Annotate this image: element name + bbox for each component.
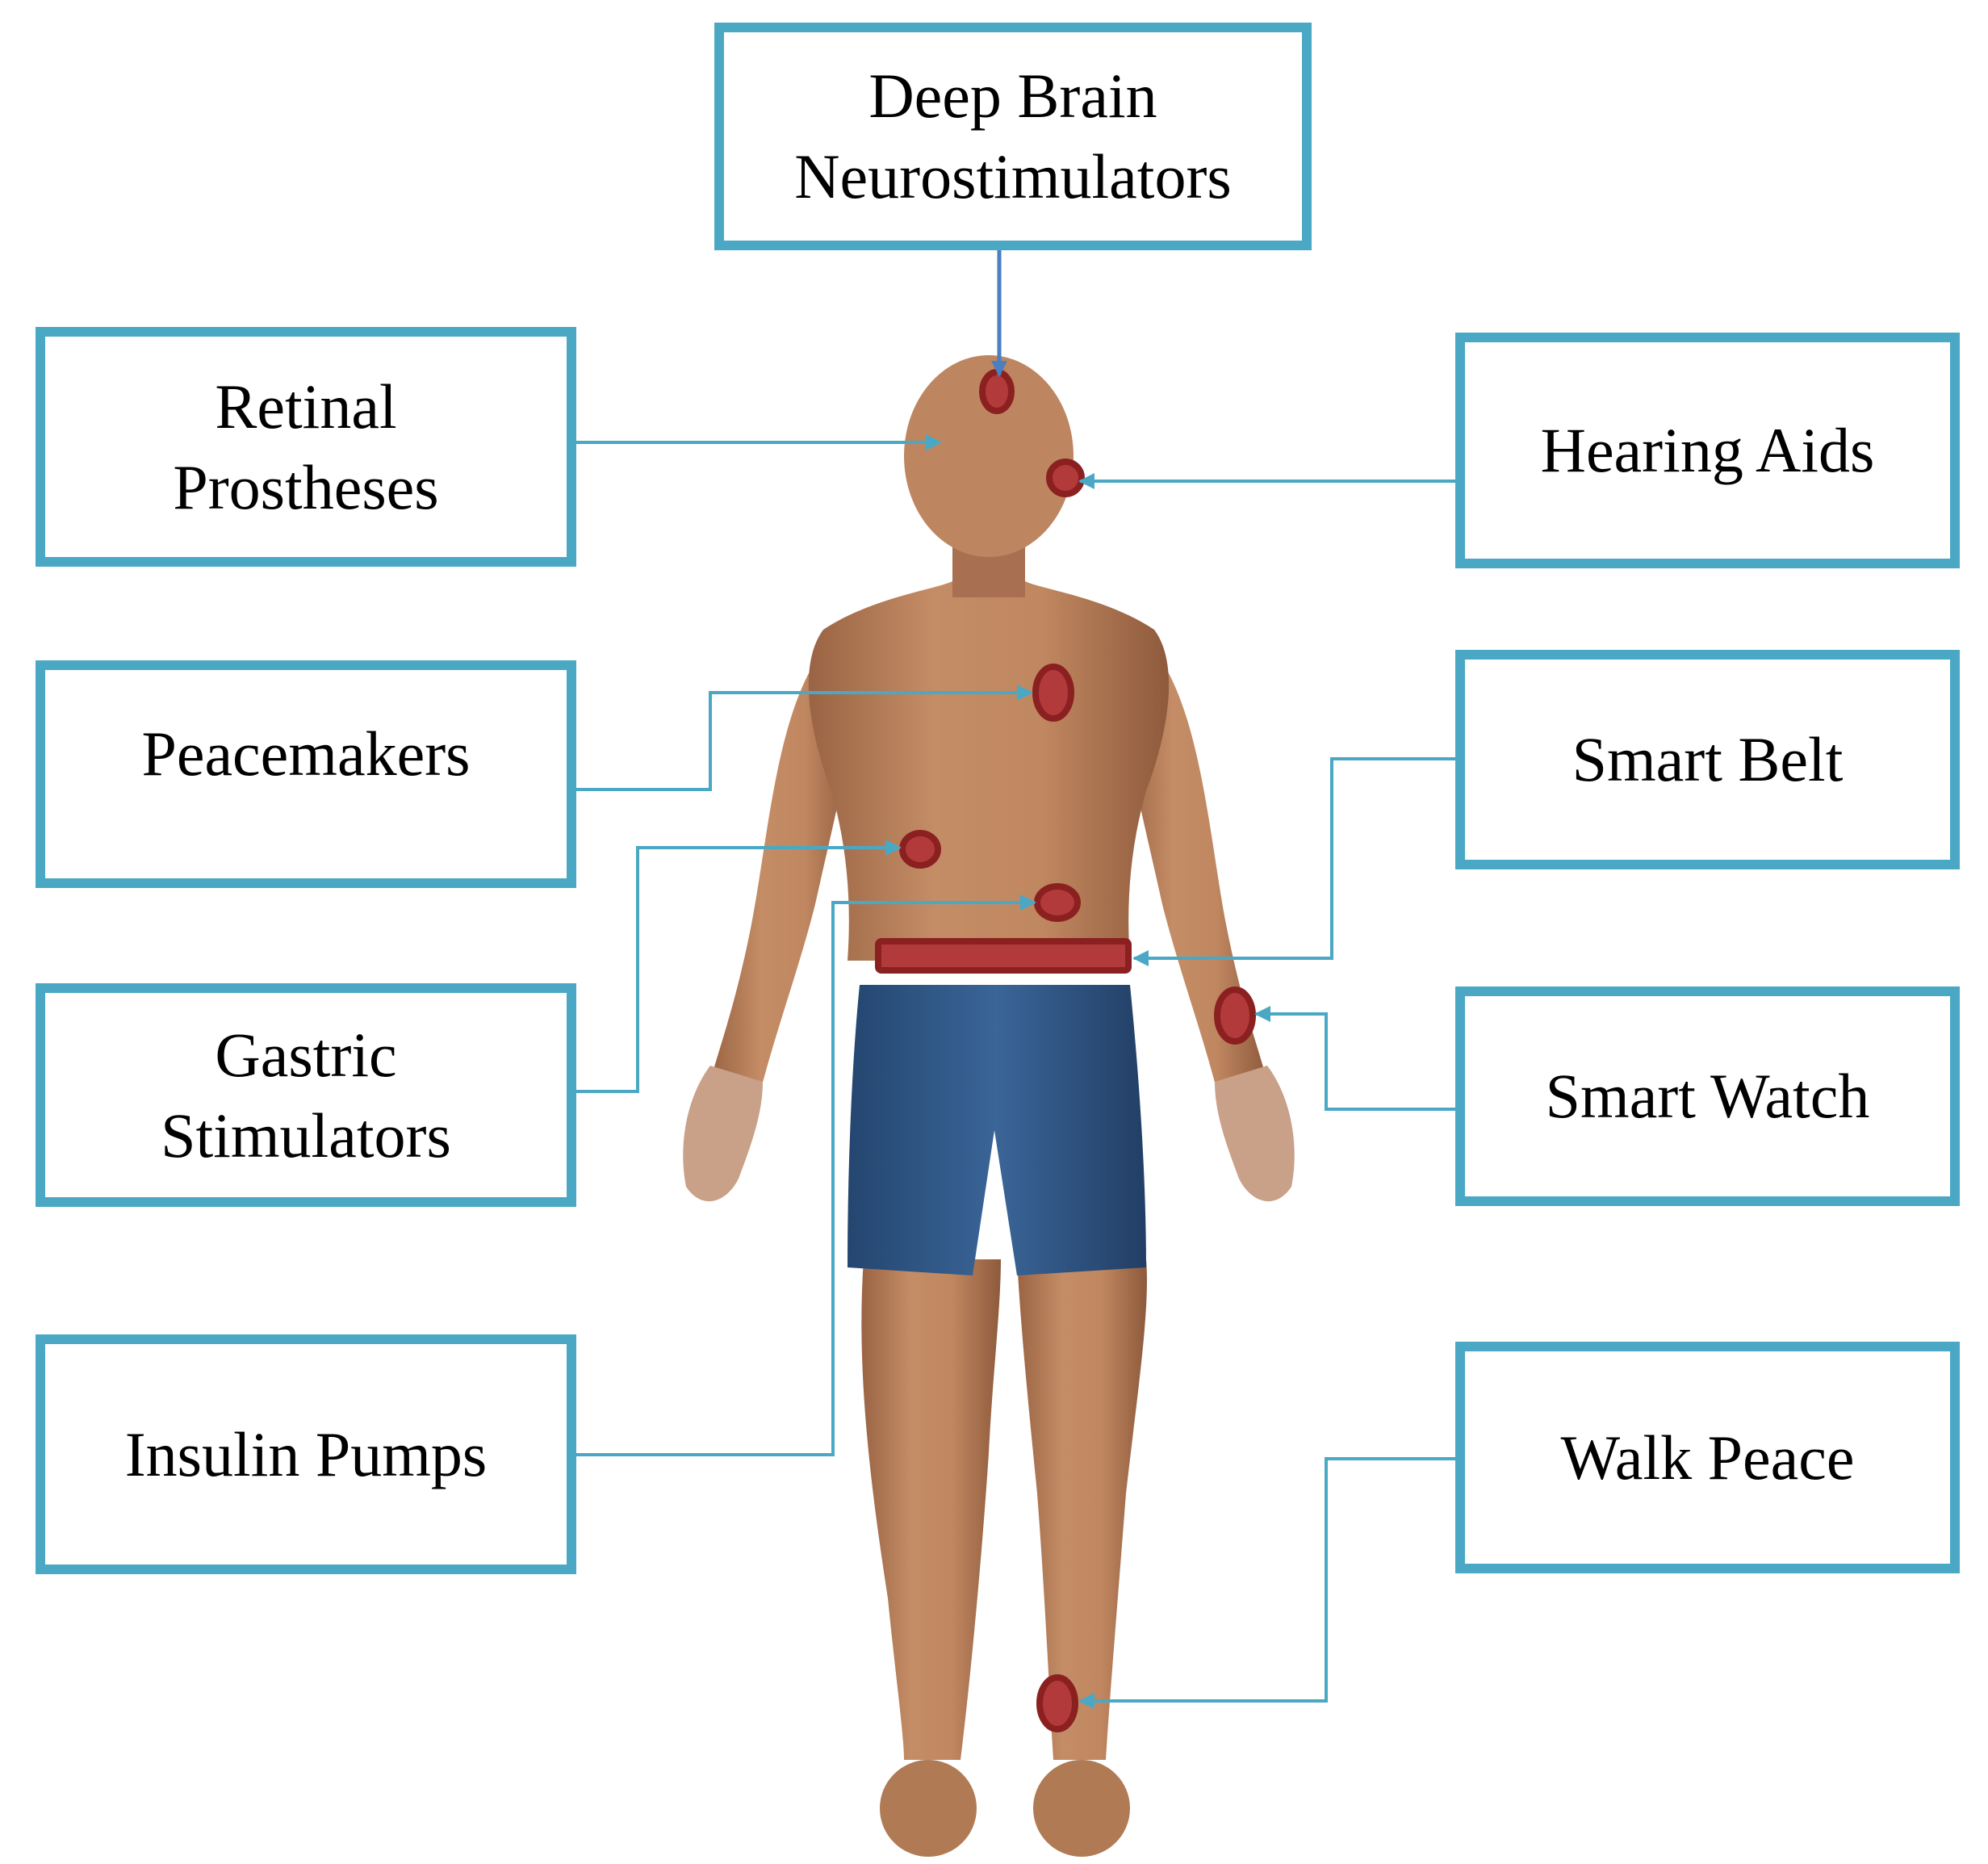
walk-peace-label: Walk Peace [1560,1422,1855,1493]
smart-watch-label: Smart Watch [1545,1061,1870,1131]
pacemaker-connector [575,685,1033,791]
smart-watch-marker [1214,986,1256,1045]
smart-belt-marker [875,938,1132,974]
left-hand [683,1066,763,1202]
deep-brain-box: Deep Brain Neurostimulators [714,23,1312,250]
walk-peace-box: Walk Peace [1455,1342,1960,1573]
deep-brain-label-line2: Neurostimulators [794,141,1232,212]
smart-belt-label: Smart Belt [1572,724,1844,794]
hearing-box: Hearing Aids [1455,333,1960,568]
smart-watch-box: Smart Watch [1455,986,1960,1206]
retinal-label-line1: Retinal [215,371,397,442]
head [904,355,1074,557]
shorts [848,985,1146,1275]
retinal-label-line2: Prostheses [173,451,439,522]
insulin-label: Insulin Pumps [124,1418,488,1489]
insulin-connector [575,894,1036,1456]
gastric-marker [899,830,941,869]
insulin-marker [1034,883,1081,922]
hearing-marker [1046,459,1085,497]
torso [808,581,1170,961]
smart-belt-connector [1132,757,1457,966]
right-leg [1017,1259,1147,1760]
gastric-label-line2: Stimulators [161,1100,451,1171]
walk-peace-marker [1036,1674,1078,1732]
peacemakers-label: Peacemakers [141,718,471,789]
pacemaker-marker [1032,664,1074,722]
retinal-box: Retinal Prostheses [36,327,576,567]
gastric-box: Gastric Stimulators [36,983,576,1207]
smart-belt-box: Smart Belt [1455,650,1960,869]
right-hand [1215,1066,1295,1202]
insulin-box: Insulin Pumps [36,1334,576,1574]
left-foot [880,1760,977,1857]
device-markers [875,369,1256,1732]
walk-peace-connector [1078,1457,1457,1709]
peacemakers-box: Peacemakers [36,660,576,888]
deep-brain-marker [979,369,1015,414]
left-arm [710,662,856,1098]
left-leg [861,1259,1001,1760]
gastric-connector [575,840,902,1093]
hearing-label: Hearing Aids [1540,415,1875,485]
human-figure [683,355,1295,1857]
gastric-label-line1: Gastric [215,1019,397,1090]
deep-brain-label-line1: Deep Brain [868,61,1157,131]
smart-watch-connector [1254,1006,1457,1111]
right-foot [1033,1760,1130,1857]
connectors [575,246,1457,1709]
